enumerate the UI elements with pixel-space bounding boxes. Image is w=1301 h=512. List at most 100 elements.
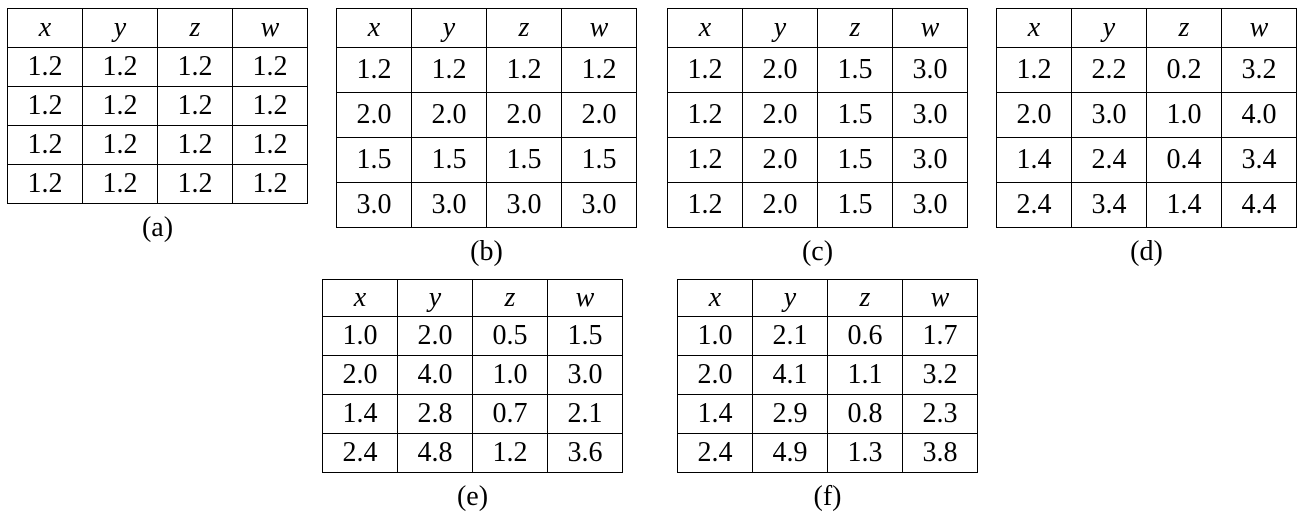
table-cell: 1.0 <box>322 316 398 356</box>
column-header: z <box>1146 8 1222 48</box>
table-cell: 1.2 <box>157 164 233 204</box>
column-header: z <box>817 8 893 48</box>
table-cell: 1.2 <box>157 86 233 126</box>
table-cell: 1.2 <box>82 164 158 204</box>
table-cell: 1.2 <box>411 47 487 93</box>
table-cell: 3.0 <box>336 182 412 228</box>
column-header: y <box>411 8 487 48</box>
column-header: z <box>827 279 903 317</box>
table-cell: 3.0 <box>1071 92 1147 138</box>
table-cell: 1.2 <box>232 164 308 204</box>
column-header: w <box>561 8 637 48</box>
table-cell: 2.0 <box>996 92 1072 138</box>
table-cell: 2.4 <box>996 182 1072 228</box>
table-cell: 1.2 <box>667 47 743 93</box>
table-cell: 3.0 <box>892 47 968 93</box>
column-header: y <box>82 8 158 48</box>
table-cell: 3.4 <box>1221 137 1297 183</box>
panel-caption: (a) <box>141 212 174 243</box>
table-cell: 2.0 <box>561 92 637 138</box>
column-header: y <box>1071 8 1147 48</box>
table-cell: 0.4 <box>1146 137 1222 183</box>
table-cell: 3.0 <box>892 182 968 228</box>
table-cell: 2.8 <box>397 394 473 434</box>
table-cell: 1.0 <box>677 316 753 356</box>
table-cell: 1.2 <box>232 86 308 126</box>
table-cell: 1.0 <box>1146 92 1222 138</box>
panel-caption: (c) <box>801 236 834 267</box>
table-cell: 2.3 <box>902 394 978 434</box>
table-cell: 1.5 <box>411 137 487 183</box>
table-cell: 4.1 <box>752 355 828 395</box>
table-cell: 1.2 <box>561 47 637 93</box>
panel-caption: (e) <box>456 481 489 512</box>
column-header: w <box>892 8 968 48</box>
table-cell: 4.0 <box>1221 92 1297 138</box>
column-header: z <box>486 8 562 48</box>
table-cell: 1.5 <box>817 92 893 138</box>
table-cell: 2.0 <box>397 316 473 356</box>
table-cell: 3.2 <box>1221 47 1297 93</box>
table-cell: 3.0 <box>561 182 637 228</box>
table-cell: 1.2 <box>157 47 233 87</box>
table-cell: 4.8 <box>397 433 473 473</box>
table-cell: 2.0 <box>411 92 487 138</box>
table-cell: 4.4 <box>1221 182 1297 228</box>
table-cell: 1.2 <box>82 86 158 126</box>
table-cell: 2.4 <box>322 433 398 473</box>
table-cell: 1.2 <box>7 164 83 204</box>
table-cell: 1.0 <box>472 355 548 395</box>
table-cell: 1.4 <box>1146 182 1222 228</box>
table-cell: 1.2 <box>667 92 743 138</box>
table-cell: 2.9 <box>752 394 828 434</box>
table-cell: 1.2 <box>157 125 233 165</box>
column-header: z <box>157 8 233 48</box>
table-cell: 1.2 <box>232 125 308 165</box>
column-header: z <box>472 279 548 317</box>
column-header: x <box>336 8 412 48</box>
column-header: x <box>677 279 753 317</box>
table-cell: 1.2 <box>7 47 83 87</box>
table-cell: 1.2 <box>667 137 743 183</box>
column-header: w <box>1221 8 1297 48</box>
table-cell: 1.5 <box>561 137 637 183</box>
table-cell: 3.0 <box>411 182 487 228</box>
table-cell: 1.2 <box>82 47 158 87</box>
table-cell: 2.4 <box>677 433 753 473</box>
table-cell: 1.5 <box>817 182 893 228</box>
table-cell: 2.2 <box>1071 47 1147 93</box>
table-cell: 3.0 <box>486 182 562 228</box>
column-header: y <box>752 279 828 317</box>
column-header: y <box>742 8 818 48</box>
column-header: x <box>7 8 83 48</box>
table-cell: 1.5 <box>486 137 562 183</box>
table-cell: 4.9 <box>752 433 828 473</box>
table-cell: 1.2 <box>472 433 548 473</box>
table-cell: 0.7 <box>472 394 548 434</box>
